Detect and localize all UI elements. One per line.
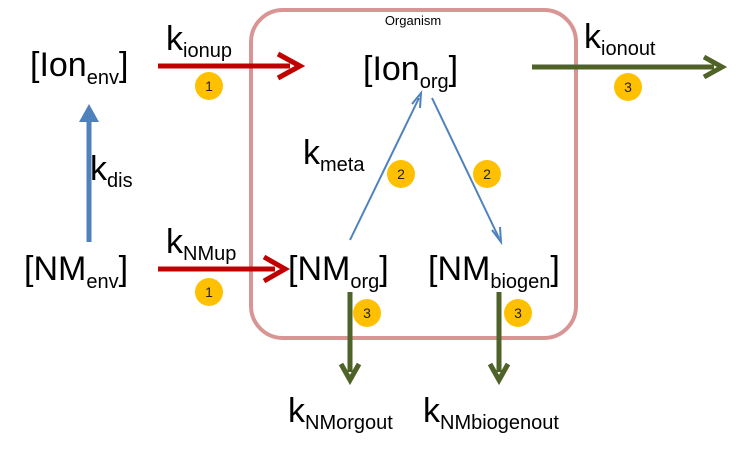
ion-uptake-arrow (158, 51, 306, 81)
k-ionout-label: kionout (584, 18, 656, 60)
nm-biogen-elimination-arrow (487, 292, 511, 386)
svg-text:3: 3 (624, 79, 632, 95)
svg-text:2: 2 (483, 166, 491, 182)
metabolism-arrow-down (431, 97, 503, 246)
badge-nmbiogenout: 3 (504, 299, 532, 327)
k-meta-label: kmeta (303, 134, 365, 176)
organism-boundary (249, 8, 578, 340)
badge-meta-left: 2 (387, 160, 415, 188)
badge-meta-right: 2 (473, 160, 501, 188)
svg-text:1: 1 (205, 284, 213, 300)
organism-label: Organism (385, 13, 441, 28)
nm-biogen-label: [NMbiogen] (428, 250, 560, 293)
badge-ionup: 1 (195, 72, 223, 100)
k-nmup-label: kNMup (166, 223, 236, 265)
nm-org-elimination-arrow (338, 292, 362, 386)
badge-ionout: 3 (614, 73, 642, 101)
dissolution-arrow (79, 104, 99, 242)
ion-org-label: [Ionorg] (363, 50, 458, 93)
svg-text:3: 3 (363, 305, 371, 321)
svg-text:3: 3 (514, 305, 522, 321)
svg-text:2: 2 (397, 166, 405, 182)
ion-elimination-arrow (532, 54, 728, 80)
k-nmbiogenout-label: kNMbiogenout (423, 392, 559, 434)
badge-nmup: 1 (195, 278, 223, 306)
badge-nmorgout: 3 (353, 299, 381, 327)
k-nmorgout-label: kNMorgout (288, 392, 393, 434)
ion-env-label: [Ionenv] (30, 46, 128, 89)
nm-org-label: [NMorg] (288, 250, 389, 293)
k-ionup-label: kionup (166, 20, 232, 62)
nm-env-label: [NMenv] (24, 250, 128, 293)
k-dis-label: kdis (90, 150, 133, 192)
svg-text:1: 1 (205, 78, 213, 94)
nm-uptake-arrow (158, 254, 291, 284)
metabolism-arrow-up (349, 89, 423, 241)
